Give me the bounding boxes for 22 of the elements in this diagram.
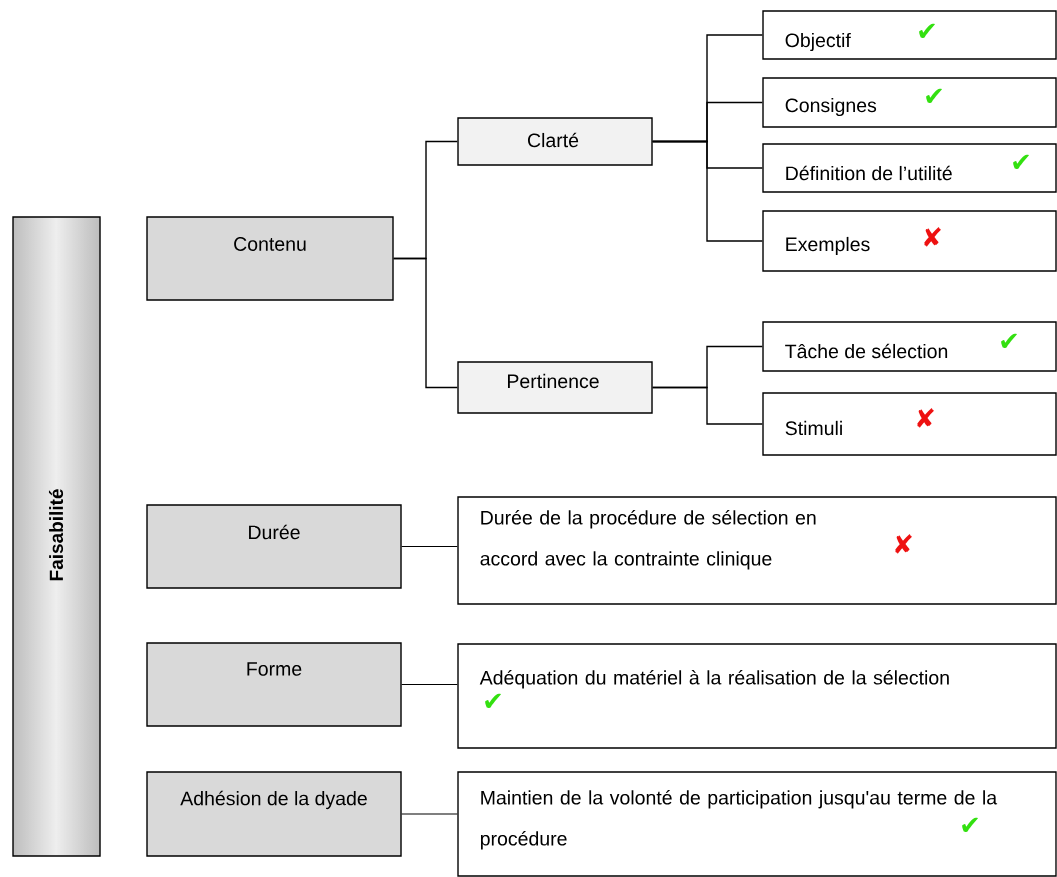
cross-mark: ✘: [917, 408, 934, 428]
category-box: Contenu: [146, 216, 394, 301]
check-mark: ✔: [962, 817, 978, 832]
subcategory-box: Pertinence: [457, 361, 653, 414]
category-box: Adhésion de la dyade: [146, 771, 402, 857]
connector-line: [401, 684, 458, 685]
connector-line: [401, 546, 458, 547]
check-mark: ✔: [1001, 333, 1017, 348]
check-mark: ✔: [919, 23, 935, 38]
connector-line: [652, 140, 763, 242]
cross-mark: ✘: [895, 534, 912, 554]
check-mark: ✔: [1013, 154, 1029, 169]
category-box: Durée: [146, 504, 402, 589]
subcategory-box: Clarté: [457, 117, 653, 166]
cross-mark: ✘: [924, 227, 941, 247]
connector-line: [393, 257, 458, 389]
connector-line: [401, 813, 458, 815]
connector-line: [652, 386, 763, 425]
category-bar: Faisabilité: [12, 216, 101, 857]
check-mark: ✔: [926, 88, 942, 103]
category-box: Forme: [146, 642, 402, 727]
check-mark: ✔: [485, 693, 501, 708]
